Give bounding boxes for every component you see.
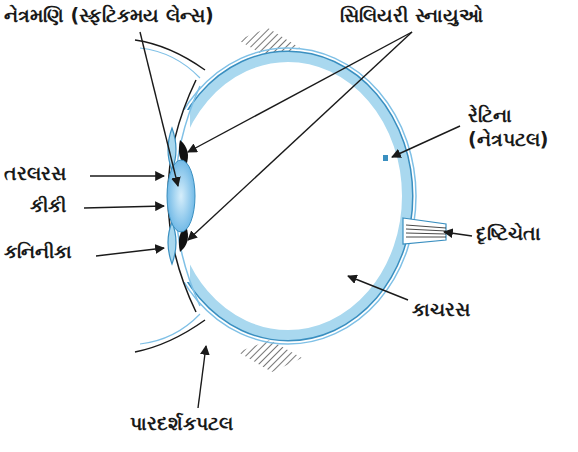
fovea (383, 155, 388, 161)
leader-line (348, 276, 408, 300)
leader-line (188, 32, 412, 152)
lens (167, 160, 195, 232)
eye-muscle (238, 340, 302, 372)
cornea (168, 80, 196, 312)
leader-line (90, 175, 164, 176)
leader-line (96, 248, 164, 256)
part-label: નેત્રમણિ (સ્ફટિકમય લેન્સ) (4, 4, 214, 28)
leader-line (392, 126, 460, 157)
part-label: કાચરસ (412, 298, 470, 322)
part-label: કીકી (30, 194, 66, 218)
leader-line (188, 32, 412, 240)
part-label: દૃષ્ટિચેતા (476, 222, 541, 246)
sclera (160, 48, 416, 344)
leader-line (444, 232, 472, 236)
eyelid (140, 48, 200, 78)
part-label: કનિનીકા (4, 240, 72, 264)
eyelid (140, 314, 200, 344)
part-label: રેટિના (નેત્રપટલ) (468, 104, 572, 152)
leader-line (84, 206, 164, 208)
optic-nerve-fibres (406, 225, 446, 237)
leader-line (198, 346, 206, 408)
part-label: તરલરસ (4, 162, 66, 186)
part-label: પારદર્શકપટલ (130, 412, 233, 436)
leader-line (140, 32, 178, 186)
leader-lines (84, 32, 472, 408)
part-label: સિલિયરી સ્નાયુઓ (340, 4, 483, 28)
optic-nerve (403, 218, 446, 244)
